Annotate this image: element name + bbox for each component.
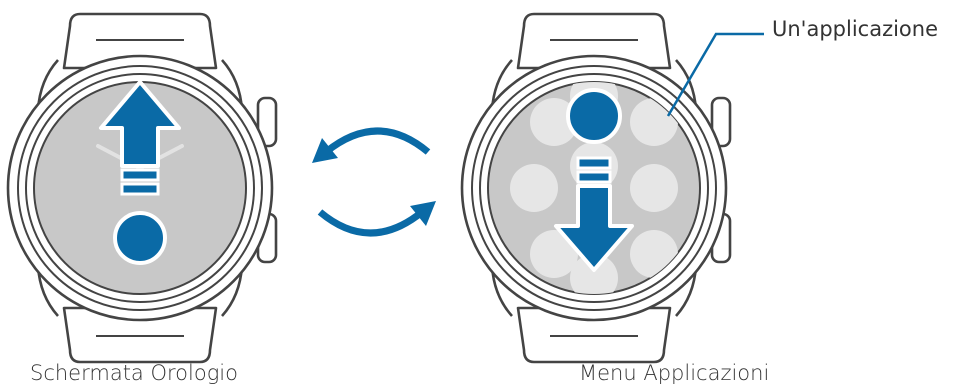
app-icon bbox=[530, 230, 578, 278]
swipe-up-arrow-icon bbox=[99, 80, 181, 265]
app-icon bbox=[570, 254, 618, 294]
touch-point bbox=[566, 88, 622, 144]
right-watch-side-button-top bbox=[710, 96, 732, 148]
app-icon bbox=[530, 98, 578, 146]
right-watch-caption: Menu Applicazioni bbox=[579, 361, 770, 385]
swipe-down-arrow-icon bbox=[554, 88, 634, 272]
swap-arrows-icon bbox=[317, 127, 431, 237]
app-icon bbox=[630, 164, 678, 212]
left-watch-caption: Schermata Orologio bbox=[30, 361, 238, 385]
touch-point bbox=[113, 211, 167, 265]
callout-leader-line bbox=[666, 32, 764, 117]
app-callout-label: Un'applicazione bbox=[772, 17, 939, 41]
left-watch-side-button-top bbox=[256, 96, 278, 148]
app-icon bbox=[510, 164, 558, 212]
